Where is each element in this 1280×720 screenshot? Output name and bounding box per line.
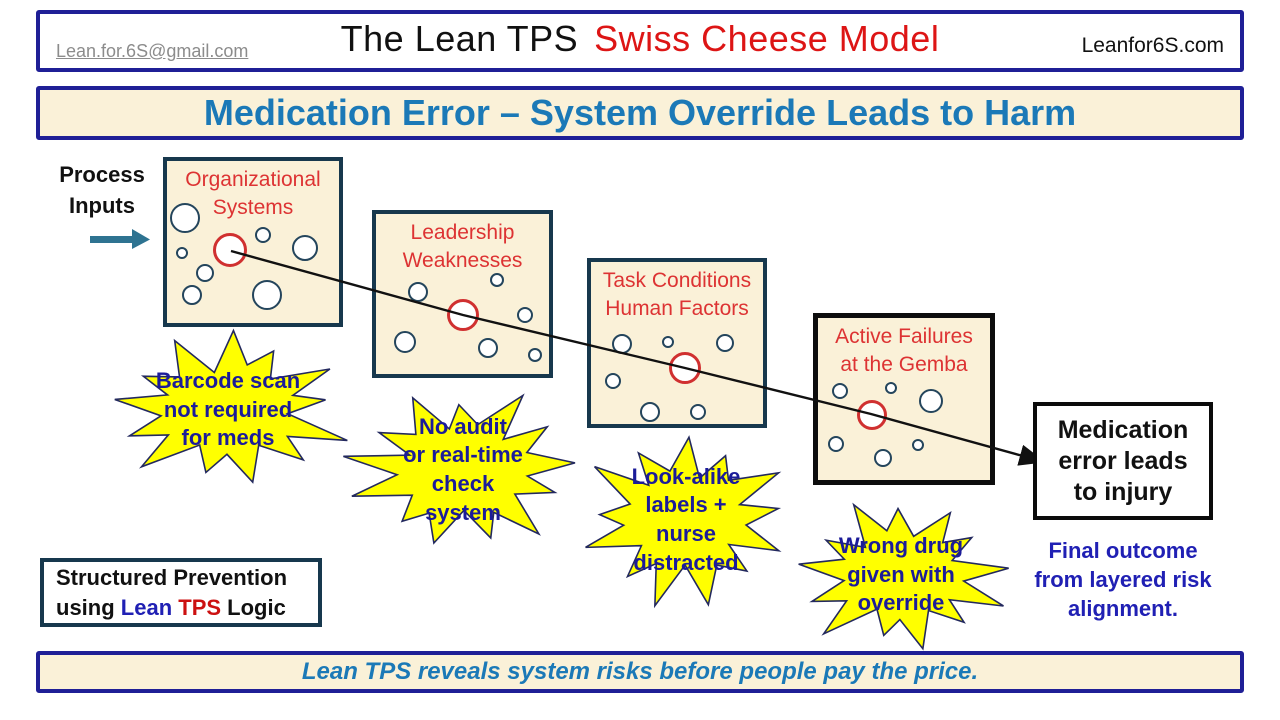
slice-label: Active Failures at the Gemba (835, 325, 973, 377)
burst-text: Barcode scan not required for meds (155, 368, 301, 451)
cheese-hole-active (669, 352, 701, 384)
cheese-hole (176, 247, 188, 259)
header-bar: Lean.for.6S@gmail.com The Lean TPS Swiss … (36, 10, 1244, 72)
cheese-hole (874, 449, 892, 467)
burst-text: No audit or real-time check system (403, 413, 523, 525)
cheese-hole (605, 373, 621, 389)
cheese-hole (408, 282, 428, 302)
process-arrow-icon (90, 229, 150, 249)
prevention-line-1: Structured Prevention (56, 564, 288, 590)
cheese-hole (832, 383, 848, 399)
cheese-hole (394, 331, 416, 353)
cheese-slice-task-conditions: Task Conditions Human Factors (587, 258, 767, 428)
cheese-hole (919, 389, 943, 413)
burst-text: Look-alike labels + nurse distracted (631, 463, 741, 575)
lean-word: Lean (120, 594, 173, 620)
email-link[interactable]: Lean.for.6S@gmail.com (56, 41, 249, 61)
outcome-box: Medication error leads to injury (1033, 402, 1213, 520)
failure-burst-wrong-drug: Wrong drug given with override (786, 494, 1016, 656)
title-banner: Medication Error – System Override Leads… (36, 86, 1244, 140)
cheese-hole-active (447, 299, 479, 331)
burst-text: Wrong drug given with override (838, 533, 964, 616)
cheese-hole (255, 227, 271, 243)
tps-word: TPS (172, 594, 222, 620)
cheese-slice-leadership-weaknesses: Leadership Weaknesses (372, 210, 553, 378)
slice-label: Leadership Weaknesses (402, 221, 523, 273)
starburst-shape (572, 428, 800, 612)
title-lean-tps: The Lean TPS (340, 18, 579, 59)
cheese-hole (182, 285, 202, 305)
cheese-hole (716, 334, 734, 352)
cheese-hole (528, 348, 542, 362)
cheese-slice-organizational-systems: Organizational Systems (163, 157, 343, 327)
cheese-hole (170, 203, 200, 233)
failure-burst-no-audit: No audit or real-time check system (338, 384, 588, 556)
header-title: The Lean TPS Swiss Cheese Model (40, 18, 1240, 60)
cheese-hole (885, 382, 897, 394)
process-inputs-label: Process Inputs (59, 162, 145, 218)
title-swiss-cheese: Swiss Cheese Model (594, 18, 940, 59)
cheese-hole (252, 280, 282, 310)
website-label: Leanfor6S.com (1081, 34, 1224, 57)
cheese-hole (292, 235, 318, 261)
cheese-hole (912, 439, 924, 451)
failure-burst-look-alike: Look-alike labels + nurse distracted (572, 428, 800, 612)
cheese-hole (640, 402, 660, 422)
cheese-hole (478, 338, 498, 358)
cheese-hole (662, 336, 674, 348)
prevention-line-2: using Lean TPS Logic (56, 594, 286, 620)
cheese-hole (828, 436, 844, 452)
failure-burst-barcode: Barcode scan not required for meds (98, 328, 358, 492)
cheese-hole-active (857, 400, 887, 430)
cheese-hole (517, 307, 533, 323)
footer-text: Lean TPS reveals system risks before peo… (301, 658, 979, 685)
prevention-box: Structured Prevention using Lean TPS Log… (40, 558, 322, 627)
slice-label: Organizational Systems (185, 168, 321, 220)
cheese-hole (612, 334, 632, 354)
outcome-caption: Final outcome from layered risk alignmen… (1034, 538, 1212, 622)
banner-title: Medication Error – System Override Leads… (203, 92, 1077, 133)
cheese-slice-active-failures: Active Failures at the Gemba (813, 313, 995, 485)
cheese-hole (196, 264, 214, 282)
slice-label: Task Conditions Human Factors (602, 269, 752, 321)
cheese-hole (490, 273, 504, 287)
starburst-shape (786, 494, 1016, 656)
cheese-hole (690, 404, 706, 420)
footer-banner: Lean TPS reveals system risks before peo… (36, 651, 1244, 693)
cheese-hole-active (213, 233, 247, 267)
